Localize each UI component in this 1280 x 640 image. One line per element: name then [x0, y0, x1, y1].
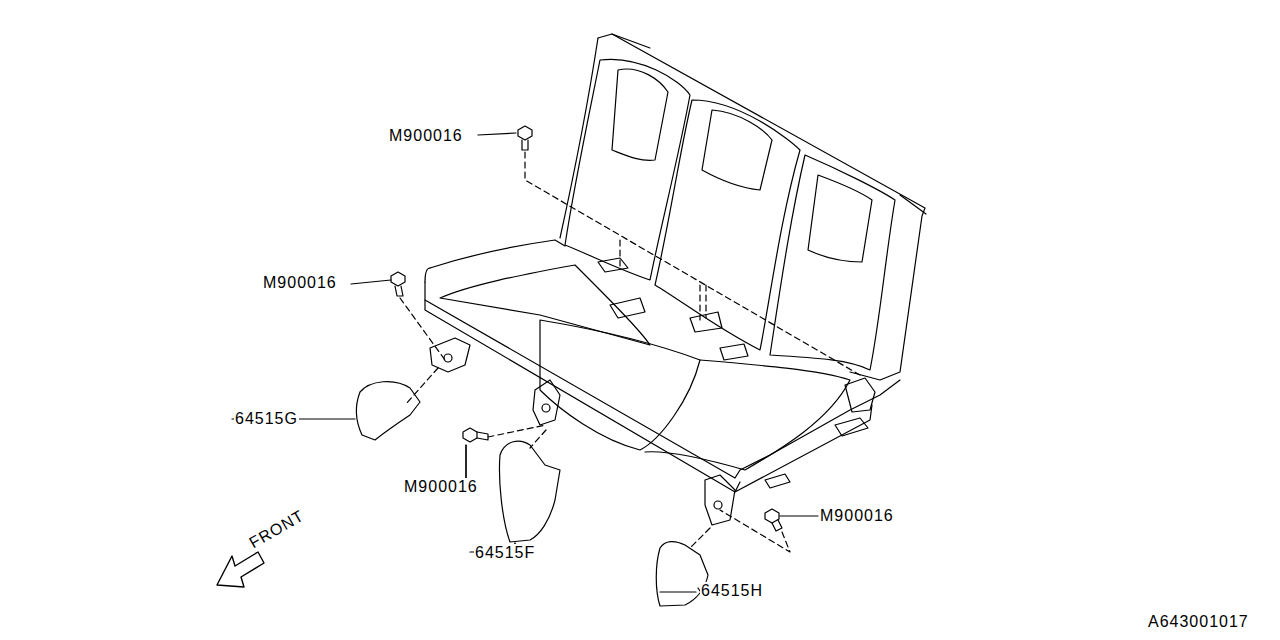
direction-label: FRONT — [246, 506, 309, 553]
figure-code: A643001017 — [1147, 613, 1250, 631]
part-number: 64515F — [474, 544, 536, 562]
part-number: M900016 — [388, 127, 464, 145]
part-number: 64515G — [234, 410, 299, 428]
part-number: M900016 — [819, 507, 895, 525]
part-number: M900016 — [262, 274, 338, 292]
part-number: 64515H — [700, 582, 764, 600]
part-number: M900016 — [403, 478, 479, 496]
